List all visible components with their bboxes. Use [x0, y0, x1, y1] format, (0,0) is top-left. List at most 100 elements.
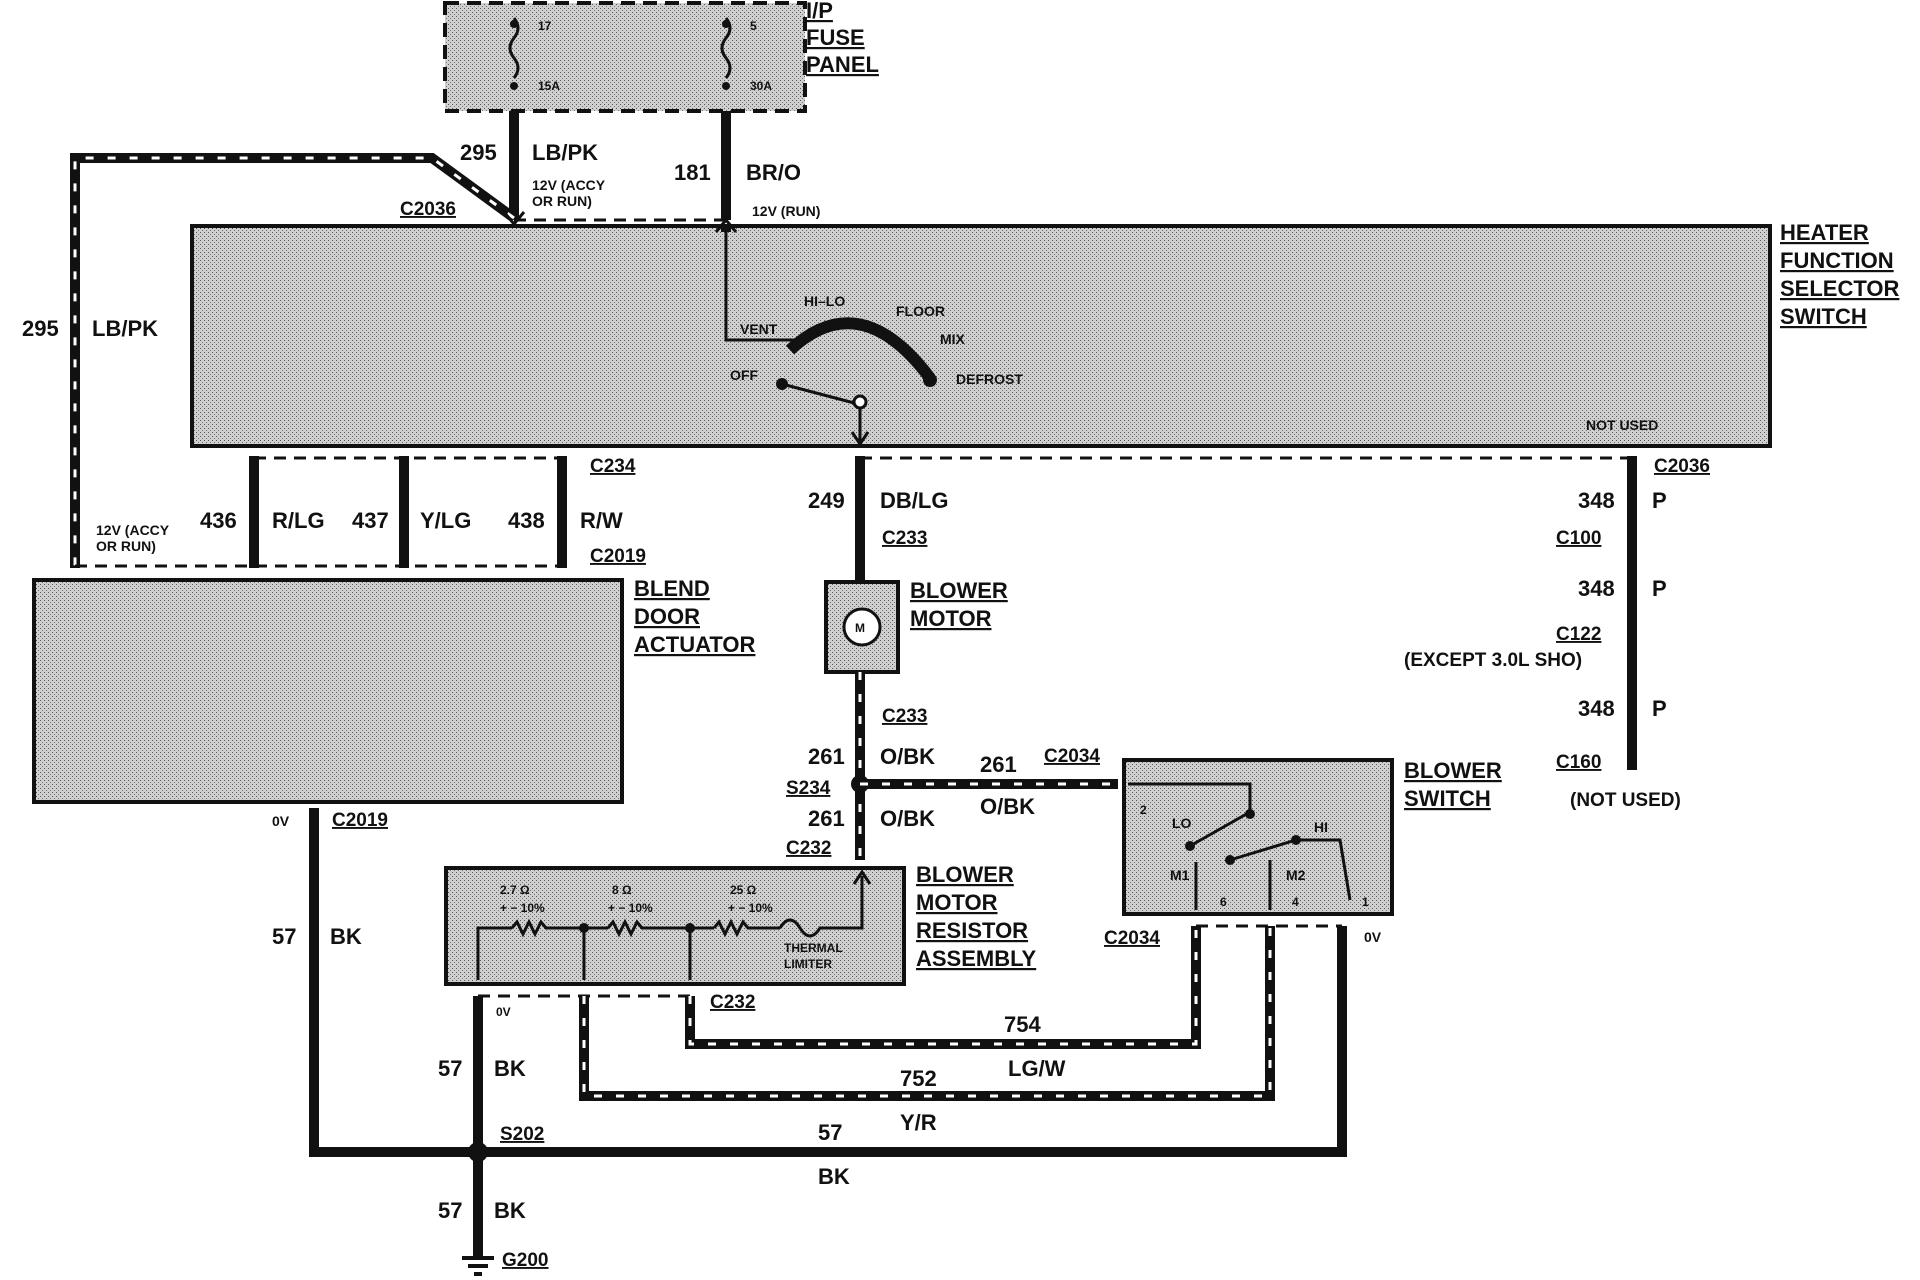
- connector-c233-top-label: C233: [882, 528, 927, 549]
- heater-switch-title-1: HEATER: [1780, 220, 1869, 245]
- blend-door-actuator: BLEND DOOR ACTUATOR: [32, 576, 756, 804]
- resistor-title-4: ASSEMBLY: [916, 946, 1037, 971]
- blower-switch-title-2: SWITCH: [1404, 786, 1491, 811]
- connector-c122-label: C122: [1556, 624, 1601, 645]
- fuse-5-symbol: [720, 17, 732, 79]
- wire-438-number: 438: [508, 508, 545, 533]
- thermal-limiter-1: THERMAL: [784, 941, 843, 955]
- connector-c100-label: C100: [1556, 528, 1601, 549]
- connector-c2036-right-label: C2036: [1654, 456, 1710, 477]
- wire-348-color-3: P: [1652, 696, 1667, 721]
- connector-c2036-top-label: C2036: [400, 199, 456, 220]
- thermal-limiter-2: LIMITER: [784, 957, 832, 971]
- wire-295-top-color: LB/PK: [532, 140, 598, 165]
- fuse-panel-title-1: I/P: [806, 0, 833, 23]
- resistor-2-tol: + − 10%: [608, 901, 653, 915]
- wire-261-number-right: 261: [980, 752, 1017, 777]
- fuse-panel: 17 15A 5 30A I/P FUSE PANEL: [443, 0, 879, 113]
- wire-261-color-upper: O/BK: [880, 744, 935, 769]
- wire-261-number-lower: 261: [808, 806, 845, 831]
- wire-57-color-mid: BK: [494, 1056, 526, 1081]
- blend-door-title-2: DOOR: [634, 604, 700, 629]
- wire-249: 249 DB/LG C233: [808, 456, 1632, 580]
- resistor-1-value: 2.7 Ω: [500, 883, 530, 897]
- blower-switch: BLOWER SWITCH LO HI M1 M2 2 6 4 1: [1122, 758, 1502, 916]
- resistor-3-tol: + − 10%: [728, 901, 773, 915]
- wire-57-number-left: 57: [272, 924, 296, 949]
- resistor-3-value: 25 Ω: [730, 883, 757, 897]
- connector-c2019-bottom-label: C2019: [332, 810, 388, 831]
- wire-348-color-1: P: [1652, 488, 1667, 513]
- ground-g200-label: G200: [502, 1250, 548, 1271]
- wire-57-color-bottom: BK: [818, 1164, 850, 1189]
- fuse-panel-title-3: PANEL: [806, 52, 879, 77]
- blower-switch-pin-4: 4: [1292, 895, 1299, 909]
- blower-switch-hi: HI: [1314, 819, 1328, 835]
- wire-181: 181 BR/O 12V (RUN): [674, 111, 820, 220]
- wire-295-note-2: OR RUN): [532, 193, 592, 209]
- wire-181-number: 181: [674, 160, 711, 185]
- connector-c160-note: (NOT USED): [1570, 790, 1681, 811]
- connector-c2019-top-label: C2019: [590, 546, 646, 567]
- wire-295-top: 295 LB/PK 12V (ACCY OR RUN): [460, 111, 606, 220]
- blower-switch-lo: LO: [1172, 815, 1192, 831]
- wire-261-color-lower: O/BK: [880, 806, 935, 831]
- wire-295-top-number: 295: [460, 140, 497, 165]
- wire-437-color: Y/LG: [420, 508, 471, 533]
- wire-752: 752 Y/R: [579, 926, 1275, 1135]
- splice-s202: [468, 1142, 488, 1162]
- wire-57-number-mid: 57: [438, 1056, 462, 1081]
- motor-symbol-icon: [842, 607, 882, 647]
- wire-57-number-ground: 57: [438, 1198, 462, 1223]
- blend-door-title-3: ACTUATOR: [634, 632, 756, 657]
- wire-57-color-left: BK: [330, 924, 362, 949]
- position-vent: VENT: [740, 321, 778, 337]
- wire-261-color-right: O/BK: [980, 794, 1035, 819]
- wire-249-color: DB/LG: [880, 488, 948, 513]
- wire-437-number: 437: [352, 508, 389, 533]
- connector-c232-bottom-label: C232: [710, 992, 755, 1013]
- resistor-title-3: RESISTOR: [916, 918, 1028, 943]
- blower-switch-title-1: BLOWER: [1404, 758, 1502, 783]
- wire-348: C2036 348 P C100 348 P C122 (EXCEPT 3.0L…: [1404, 456, 1710, 811]
- fuse-17-symbol: [508, 17, 520, 79]
- blend-door-zero-v: 0V: [272, 813, 290, 829]
- splice-s234-label: S234: [786, 778, 831, 799]
- blend-door-title-1: BLEND: [634, 576, 710, 601]
- wire-752-number: 752: [900, 1066, 937, 1091]
- wire-348-number-1: 348: [1578, 488, 1615, 513]
- wire-348-number-2: 348: [1578, 576, 1615, 601]
- heater-function-selector-switch: HEATER FUNCTION SELECTOR SWITCH VENT HI–…: [190, 220, 1900, 448]
- blower-switch-zero-v: 0V: [1364, 929, 1382, 945]
- fuse-5-number: 5: [750, 19, 757, 33]
- wire-295-left-number: 295: [22, 316, 59, 341]
- wire-754-color: LG/W: [1008, 1056, 1066, 1081]
- wire-181-color: BR/O: [746, 160, 801, 185]
- heater-switch-title-3: SELECTOR: [1780, 276, 1900, 301]
- position-hi-lo: HI–LO: [804, 293, 845, 309]
- connector-c234-label: C234: [590, 456, 636, 477]
- wire-261-number-upper: 261: [808, 744, 845, 769]
- not-used-label: NOT USED: [1586, 417, 1658, 433]
- motor-symbol-letter: M: [855, 621, 865, 635]
- fuse-17-number: 17: [538, 19, 552, 33]
- wire-752-color: Y/R: [900, 1110, 937, 1135]
- resistor-2-value: 8 Ω: [612, 883, 632, 897]
- position-floor: FLOOR: [896, 303, 945, 319]
- connector-c160-label: C160: [1556, 752, 1601, 773]
- wires-blend-door: 436 R/LG 437 Y/LG 438 R/W C234 C2019: [75, 456, 646, 568]
- connector-c2034-bottom-label: C2034: [1104, 928, 1160, 949]
- wire-57-color-ground: BK: [494, 1198, 526, 1223]
- fuse-panel-title-2: FUSE: [806, 25, 865, 50]
- blend-note-1: 12V (ACCY: [96, 522, 170, 538]
- blower-switch-m2: M2: [1286, 867, 1306, 883]
- blower-motor: M BLOWER MOTOR: [824, 578, 1008, 674]
- wire-436-color: R/LG: [272, 508, 325, 533]
- blower-switch-pin-1: 1: [1362, 895, 1369, 909]
- wire-57-number-bottom: 57: [818, 1120, 842, 1145]
- blower-switch-m1: M1: [1170, 867, 1190, 883]
- connector-c122-note: (EXCEPT 3.0L SHO): [1404, 650, 1582, 671]
- connector-c233-bottom-label: C233: [882, 706, 927, 727]
- heater-switch-title-4: SWITCH: [1780, 304, 1867, 329]
- blend-note-2: OR RUN): [96, 538, 156, 554]
